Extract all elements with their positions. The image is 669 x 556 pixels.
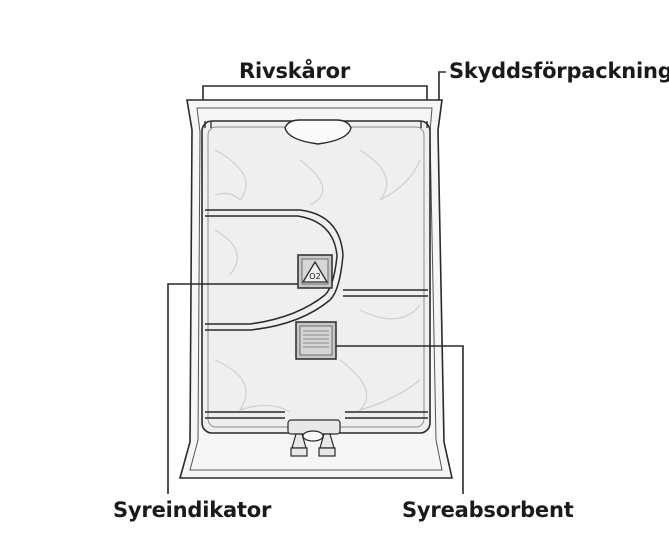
- oxygen-absorber-leader: [336, 345, 464, 494]
- indicator-o2-text: O2: [309, 272, 320, 281]
- oxygen-absorber-label: Syreabsorbent: [402, 498, 574, 522]
- bag-wrinkles: [214, 149, 421, 413]
- oxygen-absorber: [295, 321, 337, 360]
- protective-package-inner-line: [189, 107, 443, 471]
- warning-triangle-icon: [301, 260, 329, 283]
- bottom-connector: [287, 419, 341, 457]
- tear-notches-leader: [202, 85, 428, 100]
- handle-cutout: [284, 119, 352, 145]
- oxygen-indicator: O2: [297, 254, 333, 289]
- oxygen-indicator-label: Syreindikator: [113, 498, 272, 522]
- protective-package-leader: [438, 71, 446, 100]
- protective-package-label: Skyddsförpackning: [449, 59, 669, 83]
- tear-notches-label: Rivskåror: [239, 59, 351, 83]
- leader-lines: [167, 71, 464, 494]
- tray-dividers: [205, 209, 428, 419]
- oxygen-indicator-leader: [167, 283, 298, 494]
- tear-notches: [204, 121, 428, 128]
